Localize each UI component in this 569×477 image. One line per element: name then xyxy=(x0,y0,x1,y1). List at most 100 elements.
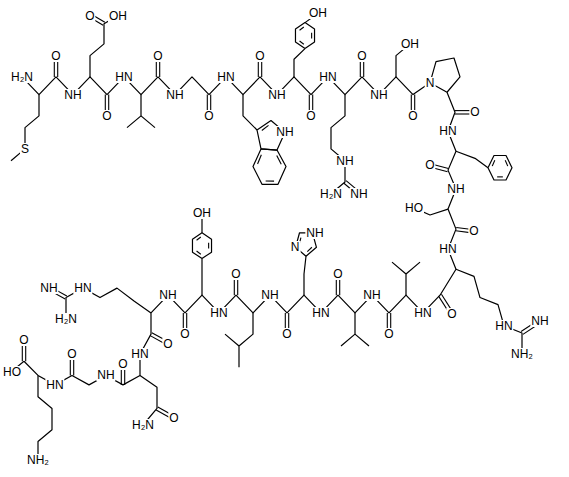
atom-label: O xyxy=(332,268,343,280)
atom-label: O xyxy=(101,110,112,122)
atom-label: H₂N xyxy=(10,71,34,83)
atom-label: NH xyxy=(165,89,184,101)
atom-label: NH xyxy=(260,289,279,301)
bond xyxy=(253,149,286,184)
aromatic-bond xyxy=(262,125,269,130)
bond xyxy=(90,16,118,77)
aromatic-bond xyxy=(197,251,201,254)
atom-label: NH xyxy=(275,126,294,138)
aromatic-bond xyxy=(277,156,281,165)
atom-label: NH xyxy=(446,183,465,195)
atom-label: O xyxy=(383,328,394,340)
atom-label: NH xyxy=(39,282,58,294)
bond xyxy=(127,95,141,128)
atom-label: O xyxy=(281,328,292,340)
atom-label: O xyxy=(356,50,367,62)
aromatic-bond xyxy=(300,27,304,30)
bond xyxy=(331,95,345,194)
atom-label: O xyxy=(84,10,95,22)
bond xyxy=(294,49,305,77)
aromatic-bond xyxy=(266,181,274,182)
atom-label: NH xyxy=(362,289,381,301)
atom-label: O xyxy=(203,110,214,122)
bond xyxy=(295,23,314,49)
atom-label: O xyxy=(162,338,173,350)
atom-label: HN xyxy=(114,71,133,83)
atom-label: HO xyxy=(404,202,424,214)
atom-label: NH xyxy=(63,89,82,101)
atom-label: N xyxy=(290,241,301,253)
aromatic-bond xyxy=(311,33,312,39)
atom-label: NH xyxy=(369,89,388,101)
atom-label: O xyxy=(50,50,61,62)
atom-label: OH xyxy=(192,207,212,219)
bond xyxy=(192,233,211,259)
atom-label: HN xyxy=(130,348,149,360)
bond xyxy=(488,155,512,180)
atom-label: NH xyxy=(305,227,324,239)
bond xyxy=(243,95,257,130)
atom-label: NH xyxy=(335,155,354,167)
atom-label: O xyxy=(230,268,241,280)
aromatic-bond xyxy=(492,160,495,166)
atom-label: O xyxy=(168,412,179,424)
atom-label: O xyxy=(254,50,265,62)
aromatic-bond xyxy=(505,160,508,166)
atom-label: HN xyxy=(209,307,228,319)
atom-label: HN xyxy=(318,71,337,83)
bond xyxy=(355,334,369,346)
atom-label: HN xyxy=(311,307,330,319)
aromatic-bond xyxy=(197,237,201,240)
atom-label: NH xyxy=(349,188,368,200)
bond xyxy=(11,95,39,161)
atom-label: NH xyxy=(158,289,177,301)
atom-label: HN xyxy=(438,125,457,137)
atom-label: N xyxy=(425,77,436,89)
atom-label: O xyxy=(18,334,29,346)
atom-label: HO xyxy=(2,366,22,378)
atom-label: HN xyxy=(73,282,92,294)
atom-label: O xyxy=(305,110,316,122)
atom-label: O xyxy=(469,106,480,118)
aromatic-bond xyxy=(208,243,209,249)
atom-label: NH₂ xyxy=(26,454,50,466)
atom-label: NH xyxy=(96,369,115,381)
atom-label: O xyxy=(66,348,77,360)
atom-label: O xyxy=(179,328,190,340)
aromatic-bond xyxy=(258,155,262,164)
bond xyxy=(24,92,456,385)
bond-group xyxy=(11,13,541,460)
atom-label: H₂N xyxy=(319,188,343,200)
bond xyxy=(140,375,157,425)
bond xyxy=(392,262,406,295)
bond xyxy=(225,334,239,346)
bond xyxy=(201,259,202,296)
bond xyxy=(141,116,155,128)
atom-label: HN xyxy=(438,243,457,255)
atom-label: NH xyxy=(530,315,549,327)
atom-label: OH xyxy=(308,7,328,19)
atom-label: OH xyxy=(400,38,420,50)
atom-label: H₂N xyxy=(131,419,155,431)
atom-label: HN xyxy=(494,320,513,332)
atom-label: S xyxy=(20,143,30,155)
aromatic-bond xyxy=(300,41,304,44)
atom-label: NH xyxy=(267,89,286,101)
atom-label: HN xyxy=(413,307,432,319)
atom-label: HN xyxy=(216,71,235,83)
atom-label: OH xyxy=(108,10,128,22)
bond xyxy=(304,256,306,295)
bond xyxy=(456,269,522,354)
atom-label: O xyxy=(117,358,128,370)
atom-label: O xyxy=(468,225,479,237)
atom-label: NH₂ xyxy=(510,348,534,360)
bond xyxy=(456,151,488,168)
bond xyxy=(341,313,355,346)
aromatic-bond xyxy=(307,247,312,251)
atom-label: O xyxy=(152,50,163,62)
bond xyxy=(406,262,420,274)
atom-label: HN xyxy=(45,379,64,391)
atom-label: O xyxy=(407,110,418,122)
